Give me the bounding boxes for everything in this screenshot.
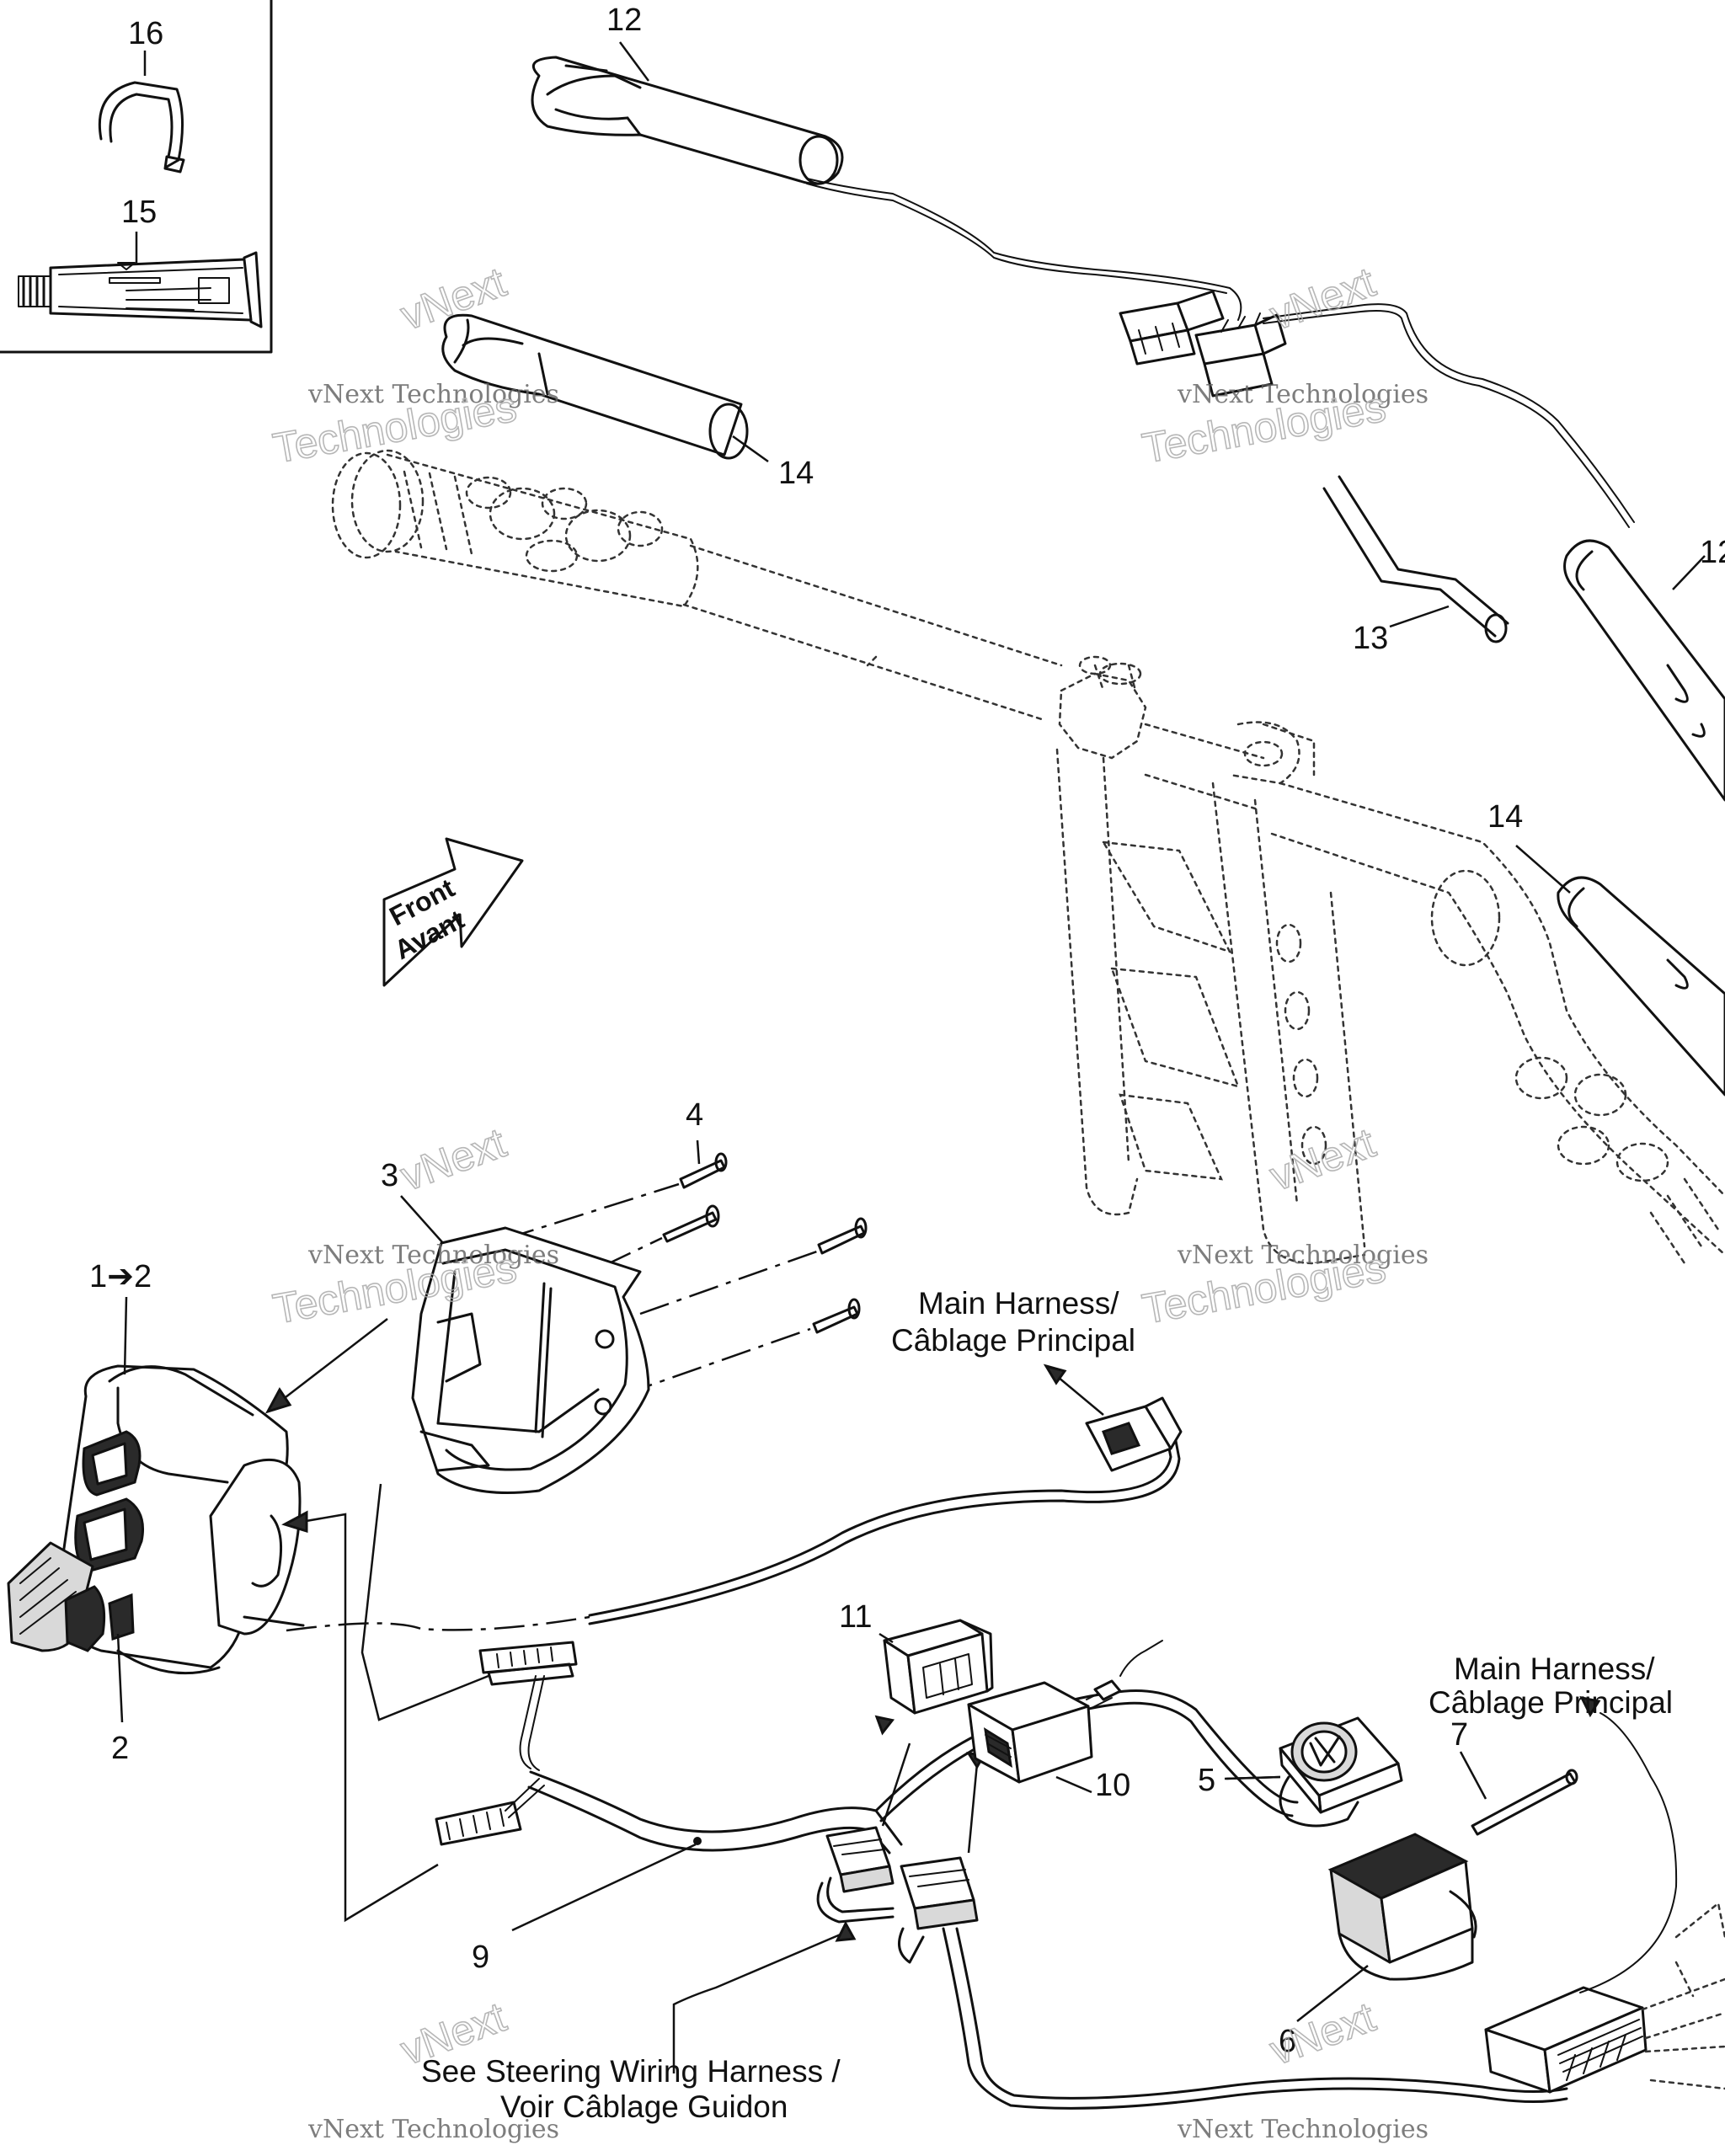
callout-10: 10 xyxy=(1095,1768,1130,1803)
watermark-4: vNext Technologies Technologies vNext xyxy=(1138,1118,1429,1334)
callout-2: 2 xyxy=(111,1731,129,1766)
control-module xyxy=(1484,1695,1725,2094)
watermark-text: vNext Technologies xyxy=(307,1241,559,1270)
connector-item-11 xyxy=(883,1619,994,1715)
watermark-overlay: vNext xyxy=(394,1118,511,1199)
main-harness-note-2-line1: Main Harness/ xyxy=(1454,1652,1655,1686)
watermark-text: vNext Technologies xyxy=(307,2115,559,2144)
switch-item-5 xyxy=(1224,1716,1403,1828)
cover-item-6 xyxy=(1296,1833,1477,2022)
callout-13: 13 xyxy=(1353,621,1388,656)
watermark-overlay: vNext xyxy=(1263,1118,1381,1199)
callout-4: 4 xyxy=(686,1097,703,1133)
watermark-overlay: vNext xyxy=(1263,258,1381,339)
watermark-text: vNext Technologies xyxy=(1177,1241,1429,1270)
clamp-item-16 xyxy=(98,81,185,173)
callout-numbers: 16 15 12 12 14 14 13 4 3 1➔2 2 11 10 5 7… xyxy=(89,3,1725,2059)
callout-12-right: 12 xyxy=(1700,535,1725,570)
callout-1-to-2: 1➔2 xyxy=(89,1259,152,1294)
callout-5: 5 xyxy=(1198,1763,1215,1798)
grip-right-item-14 xyxy=(1557,876,1725,1097)
steering-harness-note-line2: Voir Câblage Guidon xyxy=(500,2089,788,2124)
harness-notes: Main Harness/ Câblage Principal Main Har… xyxy=(421,1286,1673,2124)
callout-6: 6 xyxy=(1279,2024,1296,2059)
steering-harness-note-line1: See Steering Wiring Harness / xyxy=(421,2054,841,2089)
watermark-6: vNext Technologies vNext xyxy=(1177,1993,1429,2144)
callout-3: 3 xyxy=(381,1158,398,1193)
callout-16: 16 xyxy=(128,16,163,51)
main-harness-note-2-line2: Câblage Principal xyxy=(1429,1685,1673,1720)
housing-item-3 xyxy=(411,1226,650,1494)
tube-item-13 xyxy=(1322,475,1509,643)
grip-left-item-14 xyxy=(441,313,749,460)
watermark-text: vNext Technologies xyxy=(307,380,559,409)
callout-9: 9 xyxy=(472,1940,489,1975)
connector-item-10 xyxy=(967,1640,1163,1794)
screws-item-4 xyxy=(454,1152,868,1396)
callout-leaders xyxy=(135,41,1706,1780)
handlebar-dotted xyxy=(331,449,1725,1265)
callout-12-top: 12 xyxy=(606,3,642,38)
accessory-inset xyxy=(0,0,273,354)
watermark-text: vNext Technologies xyxy=(1177,380,1429,409)
watermark-2: vNext Technologies Technologies vNext xyxy=(1138,258,1429,473)
callout-7: 7 xyxy=(1450,1717,1468,1753)
main-harness-note-1-line1: Main Harness/ xyxy=(918,1286,1119,1321)
pin-item-7 xyxy=(1459,1751,1578,1836)
front-direction-arrow: Front Avant xyxy=(382,837,524,987)
watermark-overlay: vNext xyxy=(1263,1993,1381,2073)
assembly-arrows xyxy=(264,1318,489,1923)
callout-11: 11 xyxy=(839,1599,872,1635)
heating-element-right-item-12 xyxy=(1563,539,1725,802)
main-harness-note-1-line2: Câblage Principal xyxy=(891,1323,1135,1358)
callout-14-right: 14 xyxy=(1487,799,1523,835)
heating-element-left-item-12 xyxy=(531,56,1635,528)
main-harness-wire-upper xyxy=(286,1364,1183,1632)
watermark-text: vNext Technologies xyxy=(1177,2115,1429,2144)
grease-tube-item-15 xyxy=(18,251,263,328)
switch-assembly-item-1 xyxy=(7,1296,305,1723)
callout-15: 15 xyxy=(121,195,157,230)
callout-14-top: 14 xyxy=(778,456,814,491)
